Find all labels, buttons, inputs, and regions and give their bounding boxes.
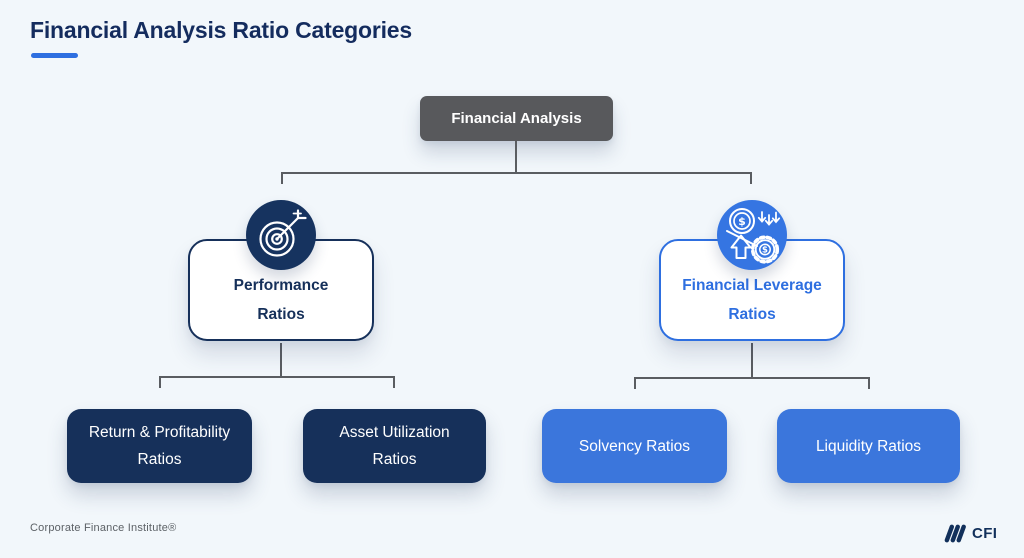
connector-leverage-horizontal (634, 377, 870, 379)
connector-leverage-tick-right (868, 377, 870, 389)
connector-root-tick-right (750, 172, 752, 184)
money-leverage-gear-icon: $ $ (726, 208, 781, 264)
connector-root-tick-left (281, 172, 283, 184)
node-asset-utilization-ratios: Asset Utilization Ratios (303, 409, 486, 483)
connector-performance-tick-left (159, 376, 161, 388)
connector-performance-tick-right (393, 376, 395, 388)
title-underline-accent (31, 53, 78, 58)
node-solvency-ratios: Solvency Ratios (542, 409, 727, 483)
node-leverage-label-line1: Financial Leverage (682, 277, 822, 294)
connector-root-stem (515, 141, 517, 172)
leaf-label-line1: Solvency Ratios (578, 437, 691, 455)
node-financial-analysis: Financial Analysis (420, 96, 613, 141)
node-return-profitability-ratios: Return & Profitability Ratios (67, 409, 252, 483)
connector-root-horizontal (281, 172, 752, 174)
cfi-logo-text: CFI (972, 525, 998, 542)
cfi-logo: CFI (942, 522, 997, 545)
leaf-label-line1: Asset Utilization (339, 424, 450, 441)
page-title: Financial Analysis Ratio Categories (30, 17, 412, 43)
node-liquidity-ratios: Liquidity Ratios (777, 409, 960, 483)
connector-leverage-stem (751, 343, 753, 377)
svg-text:$: $ (738, 215, 746, 228)
cfi-logo-bars-icon (944, 524, 966, 543)
leaf-label-line2: Ratios (372, 451, 417, 468)
connector-performance-stem (280, 343, 282, 376)
attribution-text: Corporate Finance Institute® (30, 522, 177, 534)
connector-performance-horizontal (159, 376, 395, 378)
node-performance-label-line1: Performance (233, 277, 329, 294)
node-leverage-label-line2: Ratios (728, 306, 776, 323)
leaf-label-line2: Ratios (137, 451, 182, 468)
leaf-label-line1: Liquidity Ratios (815, 437, 922, 455)
connector-leverage-tick-left (634, 377, 636, 389)
node-financial-analysis-label: Financial Analysis (451, 110, 582, 127)
target-dart-icon (259, 209, 307, 257)
performance-icon-badge (246, 200, 316, 270)
svg-text:$: $ (762, 246, 768, 256)
leaf-label-line1: Return & Profitability (88, 424, 231, 441)
node-performance-label-line2: Ratios (257, 306, 305, 323)
leverage-icon-badge: $ $ (717, 200, 787, 270)
